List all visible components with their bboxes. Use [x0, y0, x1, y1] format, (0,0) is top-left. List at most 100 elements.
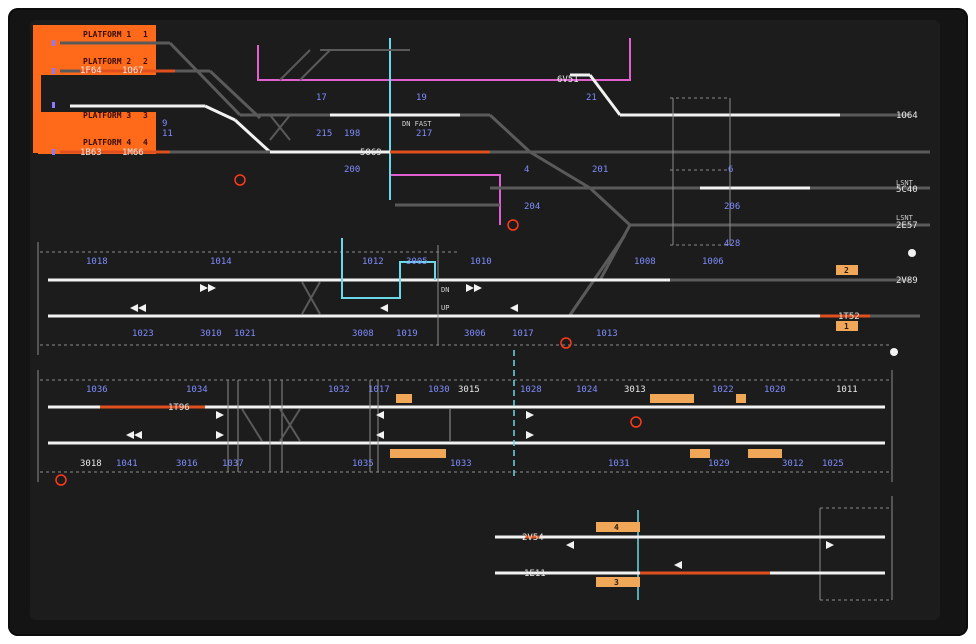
- upper-junction-tracks: [257, 38, 631, 225]
- platform-4-number: 4: [143, 138, 148, 147]
- buffer-stop-icon: [52, 102, 55, 108]
- route-up: UP: [441, 304, 449, 312]
- svg-text:21: 21: [586, 93, 597, 103]
- marker-dot-icon: [908, 249, 916, 257]
- svg-text:3008: 3008: [352, 329, 374, 339]
- platform-3-number: 3: [143, 111, 148, 120]
- svg-text:1033: 1033: [450, 459, 472, 469]
- headcode-1m66: 1M66: [122, 148, 144, 158]
- svg-text:1029: 1029: [708, 459, 730, 469]
- svg-text:4: 4: [614, 523, 619, 532]
- svg-text:1006: 1006: [702, 257, 724, 267]
- svg-text:1028: 1028: [520, 385, 542, 395]
- signal-ring-icon: [234, 174, 246, 186]
- svg-text:1017: 1017: [512, 329, 534, 339]
- berth-blocks: [390, 394, 782, 458]
- platform-buffer-strip: [33, 25, 41, 153]
- svg-text:204: 204: [524, 202, 540, 212]
- route-dn-fast: DN FAST: [402, 120, 432, 128]
- signal-ring-icon: [55, 474, 67, 486]
- svg-text:3012: 3012: [782, 459, 804, 469]
- route-lsnt-b: LSNT: [896, 214, 914, 222]
- section2-signal-labels: 1018 1014 1012 3005 1010 1008 1006 1023 …: [86, 257, 724, 339]
- svg-text:1018: 1018: [86, 257, 108, 267]
- svg-text:3018: 3018: [80, 459, 102, 469]
- svg-text:1036: 1036: [86, 385, 108, 395]
- platform-4-label: PLATFORM 4: [83, 138, 131, 147]
- svg-text:1022: 1022: [712, 385, 734, 395]
- svg-text:200: 200: [344, 165, 360, 175]
- svg-text:9: 9: [162, 119, 167, 129]
- headcode-2e57: 2E57: [896, 221, 918, 231]
- svg-text:17: 17: [316, 93, 327, 103]
- platform-1-label: PLATFORM 1: [83, 30, 131, 39]
- signalling-display: PLATFORM 1 1 PLATFORM 2 2 PLATFORM 3 3 P…: [30, 20, 940, 620]
- svg-text:1025: 1025: [822, 459, 844, 469]
- svg-text:11: 11: [162, 129, 173, 139]
- track-diagram: PLATFORM 1 1 PLATFORM 2 2 PLATFORM 3 3 P…: [33, 25, 930, 601]
- headcode-1f64: 1F64: [80, 66, 102, 76]
- berth-1: [836, 321, 858, 331]
- svg-text:1023: 1023: [132, 329, 154, 339]
- svg-text:1024: 1024: [576, 385, 598, 395]
- svg-text:3015: 3015: [458, 385, 480, 395]
- svg-text:3: 3: [614, 578, 619, 587]
- svg-text:1010: 1010: [470, 257, 492, 267]
- svg-text:201: 201: [592, 165, 608, 175]
- platform-1-2-block: [38, 25, 156, 75]
- svg-text:198: 198: [344, 129, 360, 139]
- svg-text:3010: 3010: [200, 329, 222, 339]
- direction-arrows: [126, 411, 534, 439]
- platform-3-label: PLATFORM 3: [83, 111, 131, 120]
- direction-arrows: [566, 541, 834, 569]
- platform-1-number: 1: [143, 30, 148, 39]
- route-dn: DN: [441, 286, 449, 294]
- platform-2-number: 2: [143, 57, 148, 66]
- buffer-stop-icon: [52, 68, 55, 74]
- headcode-6v51: 6V51: [557, 75, 579, 85]
- section2-tracks: [48, 278, 920, 318]
- marker-dot-icon: [890, 348, 898, 356]
- headcode-2v54: 2V54: [522, 533, 544, 543]
- platform-3-4-block: [38, 112, 156, 154]
- headcode-1t96: 1T96: [168, 403, 190, 413]
- svg-text:215: 215: [316, 129, 332, 139]
- berth-3: [596, 577, 640, 587]
- svg-text:1021: 1021: [234, 329, 256, 339]
- berth-4: [596, 522, 640, 532]
- svg-text:1: 1: [844, 322, 849, 331]
- headcode-5c40: 5C40: [896, 185, 918, 195]
- platform-2-label: PLATFORM 2: [83, 57, 131, 66]
- berth-2: [836, 265, 858, 275]
- svg-text:1035: 1035: [352, 459, 374, 469]
- headcode-2v89: 2V89: [896, 276, 918, 286]
- svg-text:1031: 1031: [608, 459, 630, 469]
- svg-text:1020: 1020: [764, 385, 786, 395]
- svg-text:1019: 1019: [396, 329, 418, 339]
- svg-text:217: 217: [416, 129, 432, 139]
- headcode-1e11: 1E11: [524, 569, 546, 579]
- svg-text:1030: 1030: [428, 385, 450, 395]
- svg-text:1034: 1034: [186, 385, 208, 395]
- svg-text:3013: 3013: [624, 385, 646, 395]
- svg-text:428: 428: [724, 239, 740, 249]
- headcode-1t52: 1T52: [838, 312, 860, 322]
- svg-text:1013: 1013: [596, 329, 618, 339]
- svg-text:3006: 3006: [464, 329, 486, 339]
- svg-text:1037: 1037: [222, 459, 244, 469]
- direction-arrows: [130, 284, 518, 312]
- signal-ring-icon: [630, 416, 642, 428]
- buffer-stop-icon: [52, 149, 55, 155]
- upper-signal-labels: 17 19 21 215 198 217 200 4 201 6 204 206…: [162, 93, 740, 249]
- svg-text:19: 19: [416, 93, 427, 103]
- route-lsnt-a: LSNT: [896, 179, 914, 187]
- platform-area: PLATFORM 1 1 PLATFORM 2 2 PLATFORM 3 3 P…: [33, 25, 156, 155]
- headcode-1o67: 1O67: [122, 66, 144, 76]
- svg-text:1017: 1017: [368, 385, 390, 395]
- svg-text:206: 206: [724, 202, 740, 212]
- svg-text:1011: 1011: [836, 385, 858, 395]
- svg-text:3005: 3005: [406, 257, 428, 267]
- svg-text:1032: 1032: [328, 385, 350, 395]
- bottom-tracks: [495, 535, 885, 575]
- signal-ring-icon: [507, 219, 519, 231]
